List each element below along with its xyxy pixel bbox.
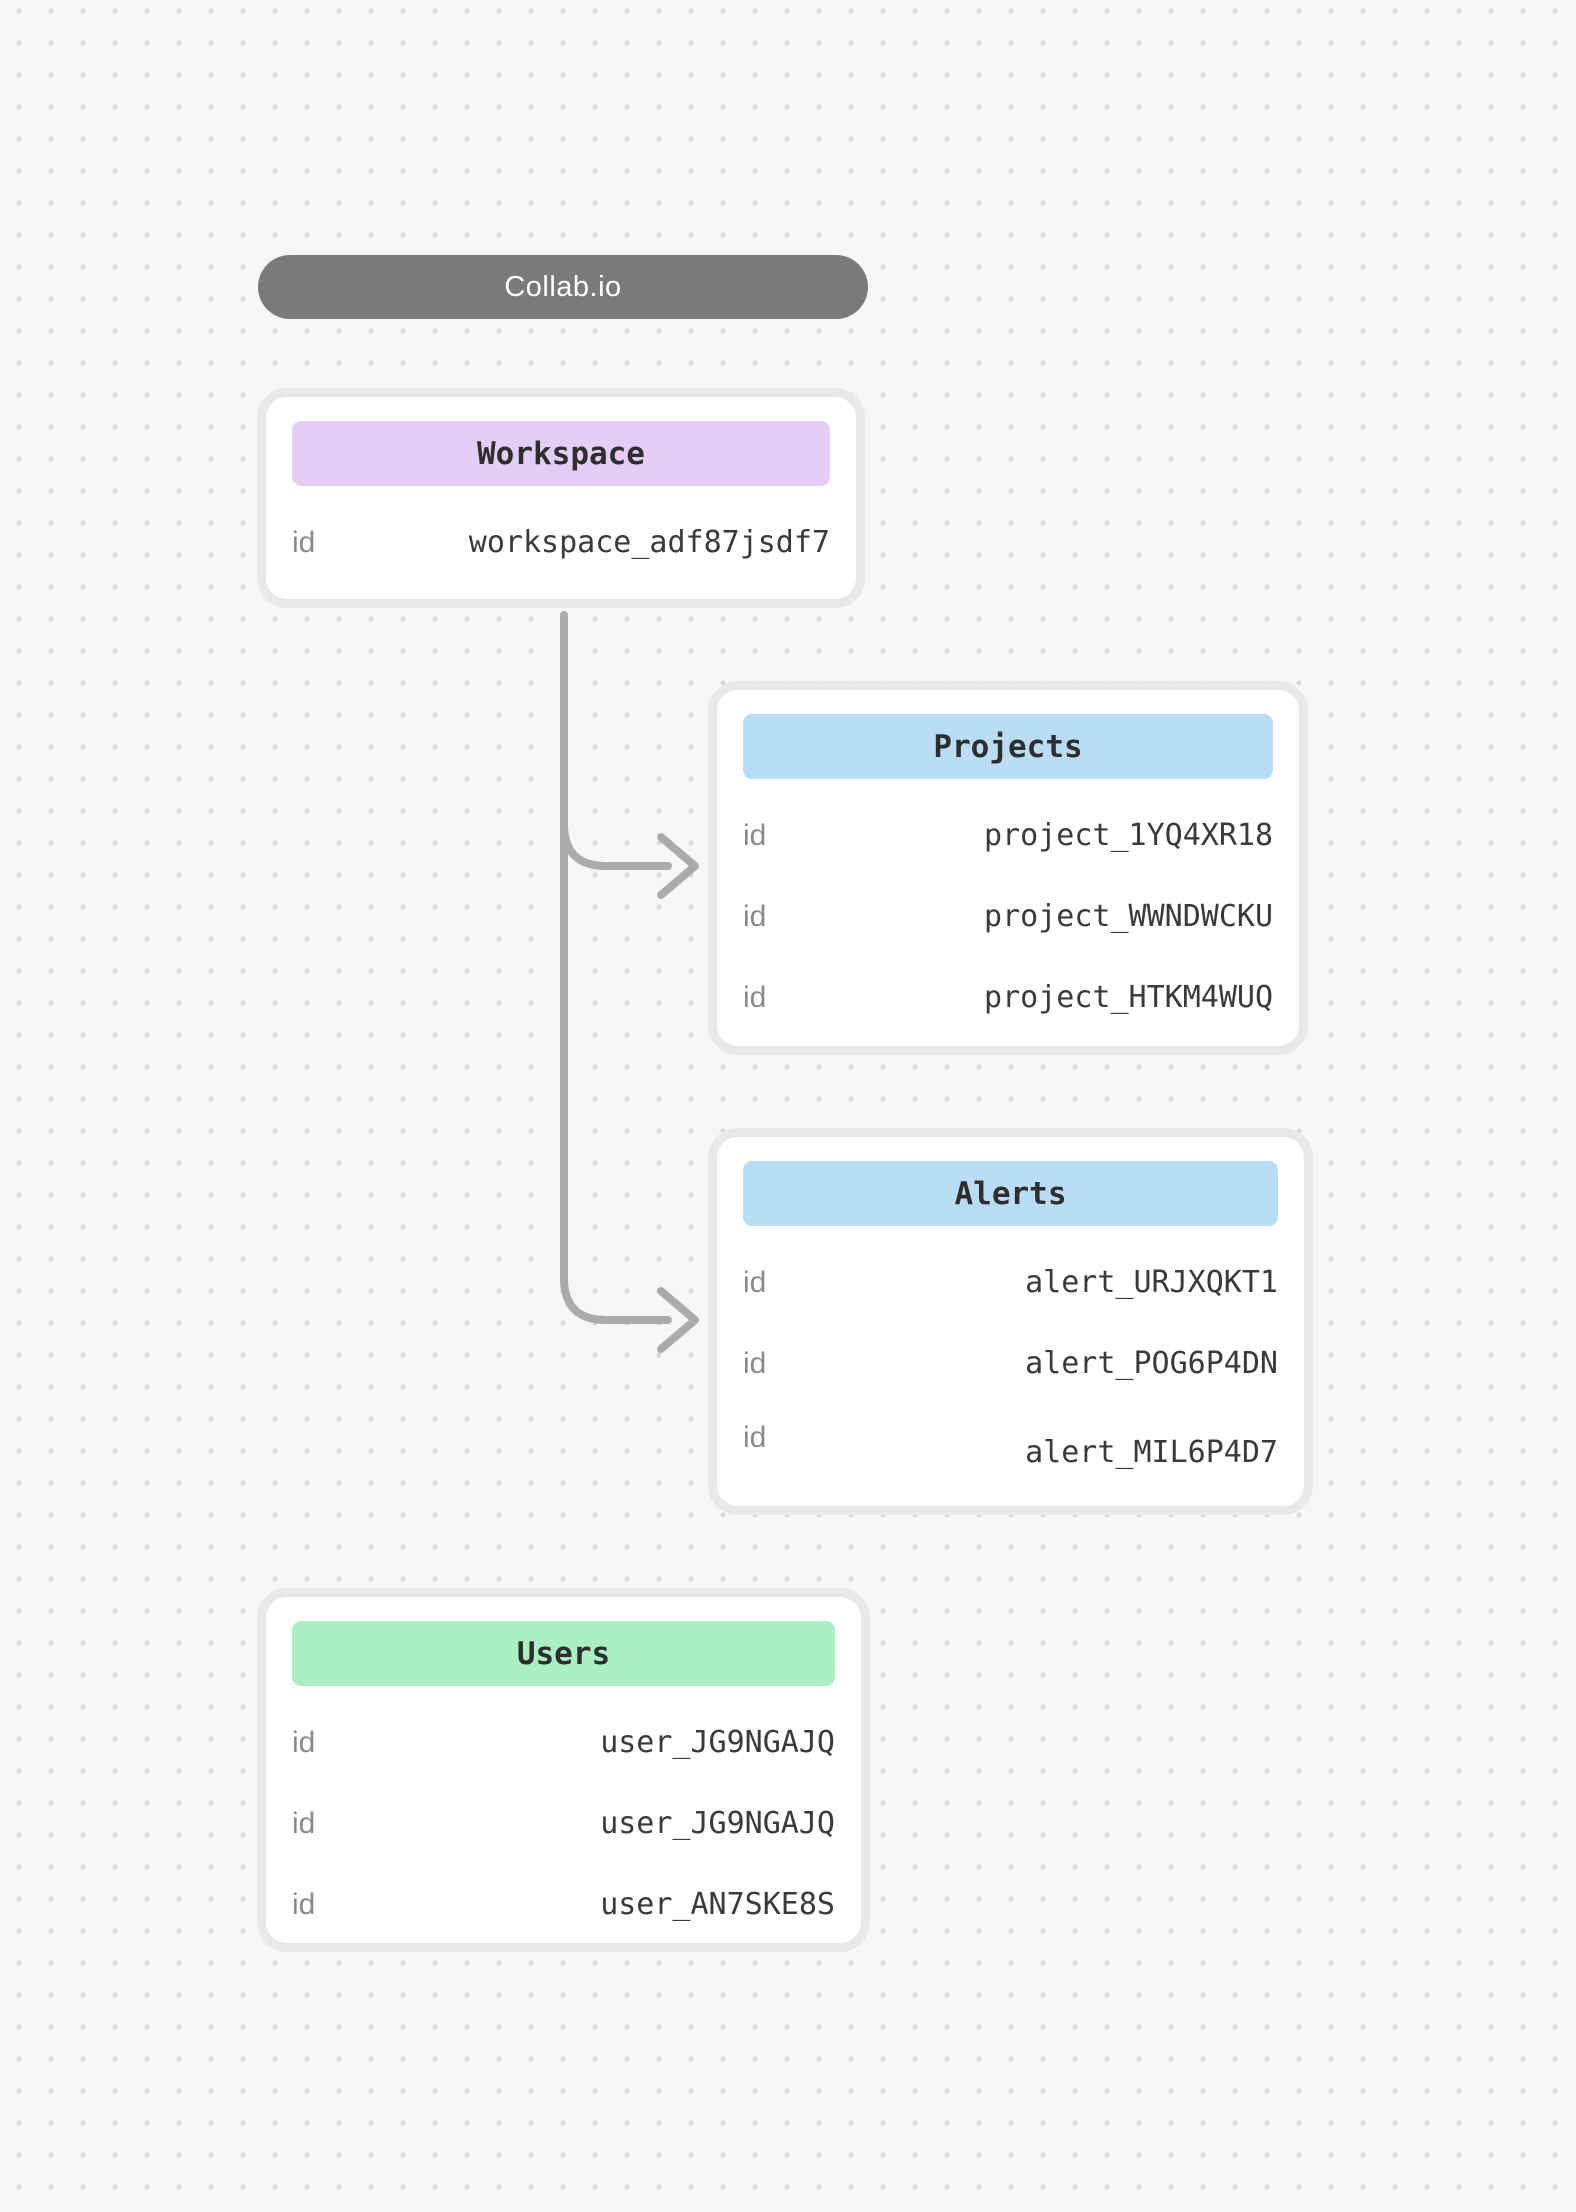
connector-workspace-alerts: [560, 611, 672, 1324]
app-title-pill[interactable]: Collab.io: [258, 255, 868, 319]
field-value: alert_POG6P4DN: [1025, 1346, 1278, 1381]
users-card-header: Users: [292, 1621, 835, 1686]
table-row: id alert_MIL6P4D7: [743, 1404, 1278, 1485]
workspace-rows: id workspace_adf87jsdf7: [292, 502, 830, 583]
alerts-card-title: Alerts: [954, 1175, 1067, 1212]
projects-card-title: Projects: [933, 728, 1083, 765]
projects-card-header: Projects: [743, 714, 1273, 779]
arrowhead-projects-icon: [657, 833, 699, 899]
field-label: id: [292, 1887, 316, 1921]
table-row: id user_AN7SKE8S: [292, 1864, 835, 1945]
field-label: id: [292, 1725, 316, 1759]
field-label: id: [743, 980, 767, 1014]
field-value: user_JG9NGAJQ: [600, 1806, 835, 1841]
projects-card[interactable]: Projects id project_1YQ4XR18 id project_…: [708, 681, 1308, 1055]
field-value: alert_MIL6P4D7: [1025, 1435, 1278, 1470]
workspace-card[interactable]: Workspace id workspace_adf87jsdf7: [257, 388, 865, 608]
workspace-card-header: Workspace: [292, 421, 830, 486]
arrowhead-alerts-icon: [657, 1287, 699, 1353]
field-value: project_WWNDWCKU: [984, 899, 1273, 934]
table-row: id user_JG9NGAJQ: [292, 1783, 835, 1864]
field-label: id: [292, 1806, 316, 1840]
field-value: alert_URJXQKT1: [1025, 1265, 1278, 1300]
field-label: id: [743, 1420, 767, 1454]
alerts-rows: id alert_URJXQKT1 id alert_POG6P4DN id a…: [743, 1242, 1278, 1485]
field-value: project_1YQ4XR18: [984, 818, 1273, 853]
users-rows: id user_JG9NGAJQ id user_JG9NGAJQ id use…: [292, 1702, 835, 1945]
workspace-card-title: Workspace: [477, 435, 645, 472]
app-title: Collab.io: [504, 270, 622, 303]
table-row: id workspace_adf87jsdf7: [292, 502, 830, 583]
field-label: id: [743, 1265, 767, 1299]
field-label: id: [743, 818, 767, 852]
users-card[interactable]: Users id user_JG9NGAJQ id user_JG9NGAJQ …: [257, 1588, 870, 1952]
field-label: id: [743, 899, 767, 933]
field-label: id: [743, 1346, 767, 1380]
alerts-card[interactable]: Alerts id alert_URJXQKT1 id alert_POG6P4…: [708, 1128, 1313, 1515]
connector-workspace-projects: [560, 820, 672, 870]
alerts-card-header: Alerts: [743, 1161, 1278, 1226]
field-label: id: [292, 525, 316, 559]
table-row: id alert_URJXQKT1: [743, 1242, 1278, 1323]
table-row: id project_HTKM4WUQ: [743, 957, 1273, 1038]
table-row: id project_1YQ4XR18: [743, 795, 1273, 876]
table-row: id project_WWNDWCKU: [743, 876, 1273, 957]
field-value: workspace_adf87jsdf7: [468, 525, 830, 560]
users-card-title: Users: [516, 1635, 611, 1672]
projects-rows: id project_1YQ4XR18 id project_WWNDWCKU …: [743, 795, 1273, 1038]
field-value: user_JG9NGAJQ: [600, 1725, 835, 1760]
table-row: id alert_POG6P4DN: [743, 1323, 1278, 1404]
field-value: project_HTKM4WUQ: [984, 980, 1273, 1015]
table-row: id user_JG9NGAJQ: [292, 1702, 835, 1783]
field-value: user_AN7SKE8S: [600, 1887, 835, 1922]
